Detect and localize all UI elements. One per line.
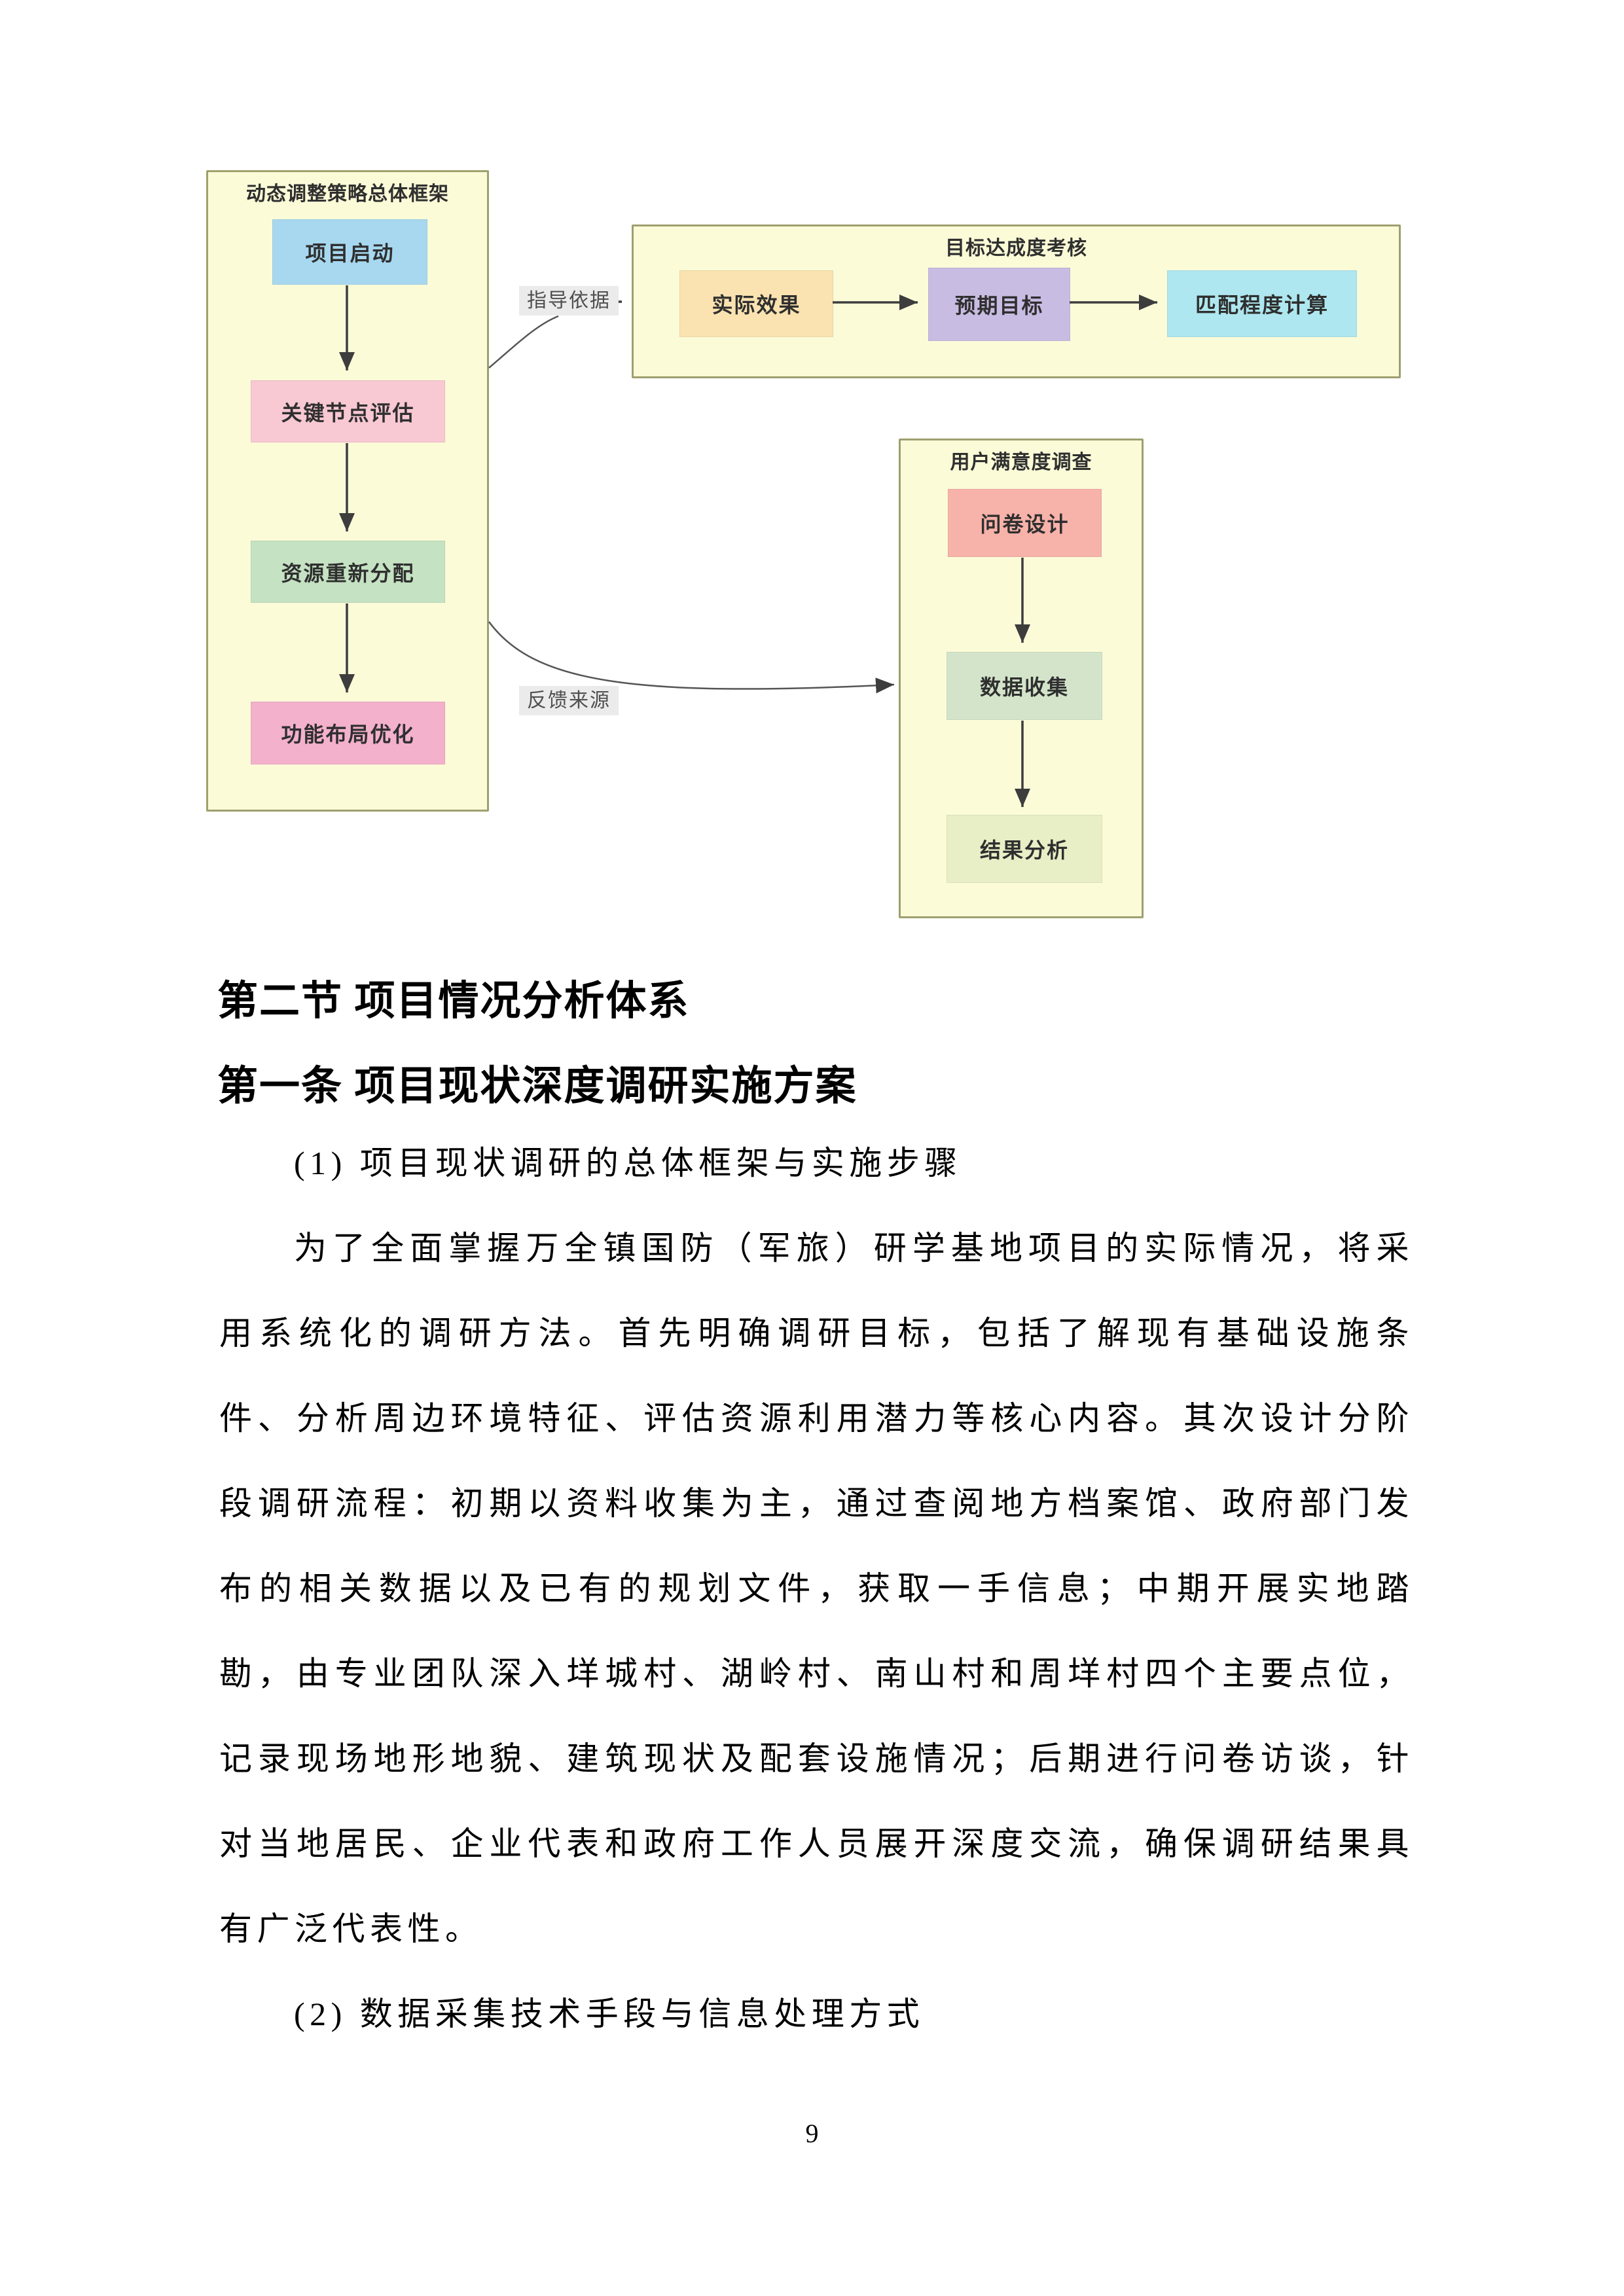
frame-dynamic-strategy: 动态调整策略总体框架 项目启动 关键节点评估 资源重新分配 功能布局优化 (206, 170, 489, 812)
paragraph-research-plan: 为了全面掌握万全镇国防（军旅）研学基地项目的实际情况，将采用系统化的调研方法。首… (219, 1230, 1414, 1947)
flow-node-result-analysis: 结果分析 (947, 815, 1102, 883)
flow-node-label: 结果分析 (979, 838, 1069, 862)
flow-node-match-degree-calculation: 匹配程度计算 (1167, 270, 1357, 337)
flow-node-resource-reallocation: 资源重新分配 (251, 541, 445, 603)
flow-node-label: 问卷设计 (980, 512, 1070, 536)
article-heading: 第一条 项目现状深度调研实施方案 (217, 1064, 857, 1109)
flow-node-label: 资源重新分配 (281, 561, 415, 585)
list-item-1: (1) 项目现状调研的总体框架与实施步骤 (294, 1145, 962, 1181)
frame-goal-achievement: 目标达成度考核 实际效果 预期目标 匹配程度计算 (632, 224, 1401, 378)
arrow-feedback-source (488, 621, 895, 694)
frame-title-goal-achievement: 目标达成度考核 (945, 238, 1087, 259)
frame-title-user-satisfaction: 用户满意度调查 (950, 452, 1092, 473)
connector-label-feedback-source: 反馈来源 (519, 686, 619, 715)
flow-node-label: 数据收集 (979, 675, 1069, 699)
flow-node-label: 功能布局优化 (281, 723, 415, 746)
body-text: (1) 项目现状调研的总体框架与实施步骤 为了全面掌握万全镇国防（军旅）研学基地… (219, 1121, 1414, 2056)
connector-label-guide-basis: 指导依据 (519, 286, 619, 315)
flow-node-expected-goal: 预期目标 (928, 268, 1070, 341)
frame-user-satisfaction-survey: 用户满意度调查 问卷设计 数据收集 结果分析 (899, 439, 1144, 918)
curve-guide-basis (488, 315, 559, 368)
flow-node-actual-effect: 实际效果 (679, 270, 833, 337)
flow-node-label: 关键节点评估 (281, 401, 415, 425)
flow-node-data-collection: 数据收集 (947, 652, 1102, 720)
page-number: 9 (805, 2119, 819, 2148)
flow-node-project-start: 项目启动 (272, 219, 427, 285)
section-heading: 第二节 项目情况分析体系 (217, 979, 690, 1024)
flow-node-label: 项目启动 (305, 242, 395, 265)
flow-node-function-layout-optimization: 功能布局优化 (251, 702, 445, 764)
flow-node-label: 匹配程度计算 (1195, 293, 1329, 317)
flowchart: 动态调整策略总体框架 项目启动 关键节点评估 资源重新分配 功能布局优化 目标达… (0, 0, 1624, 956)
flow-node-label: 预期目标 (954, 294, 1044, 317)
flow-node-key-node-evaluation: 关键节点评估 (251, 380, 445, 442)
frame-title-dynamic-strategy: 动态调整策略总体框架 (246, 183, 449, 205)
list-item-2: (2) 数据采集技术手段与信息处理方式 (294, 1996, 925, 2032)
flow-node-questionnaire-design: 问卷设计 (948, 489, 1102, 557)
flow-node-label: 实际效果 (712, 293, 801, 317)
